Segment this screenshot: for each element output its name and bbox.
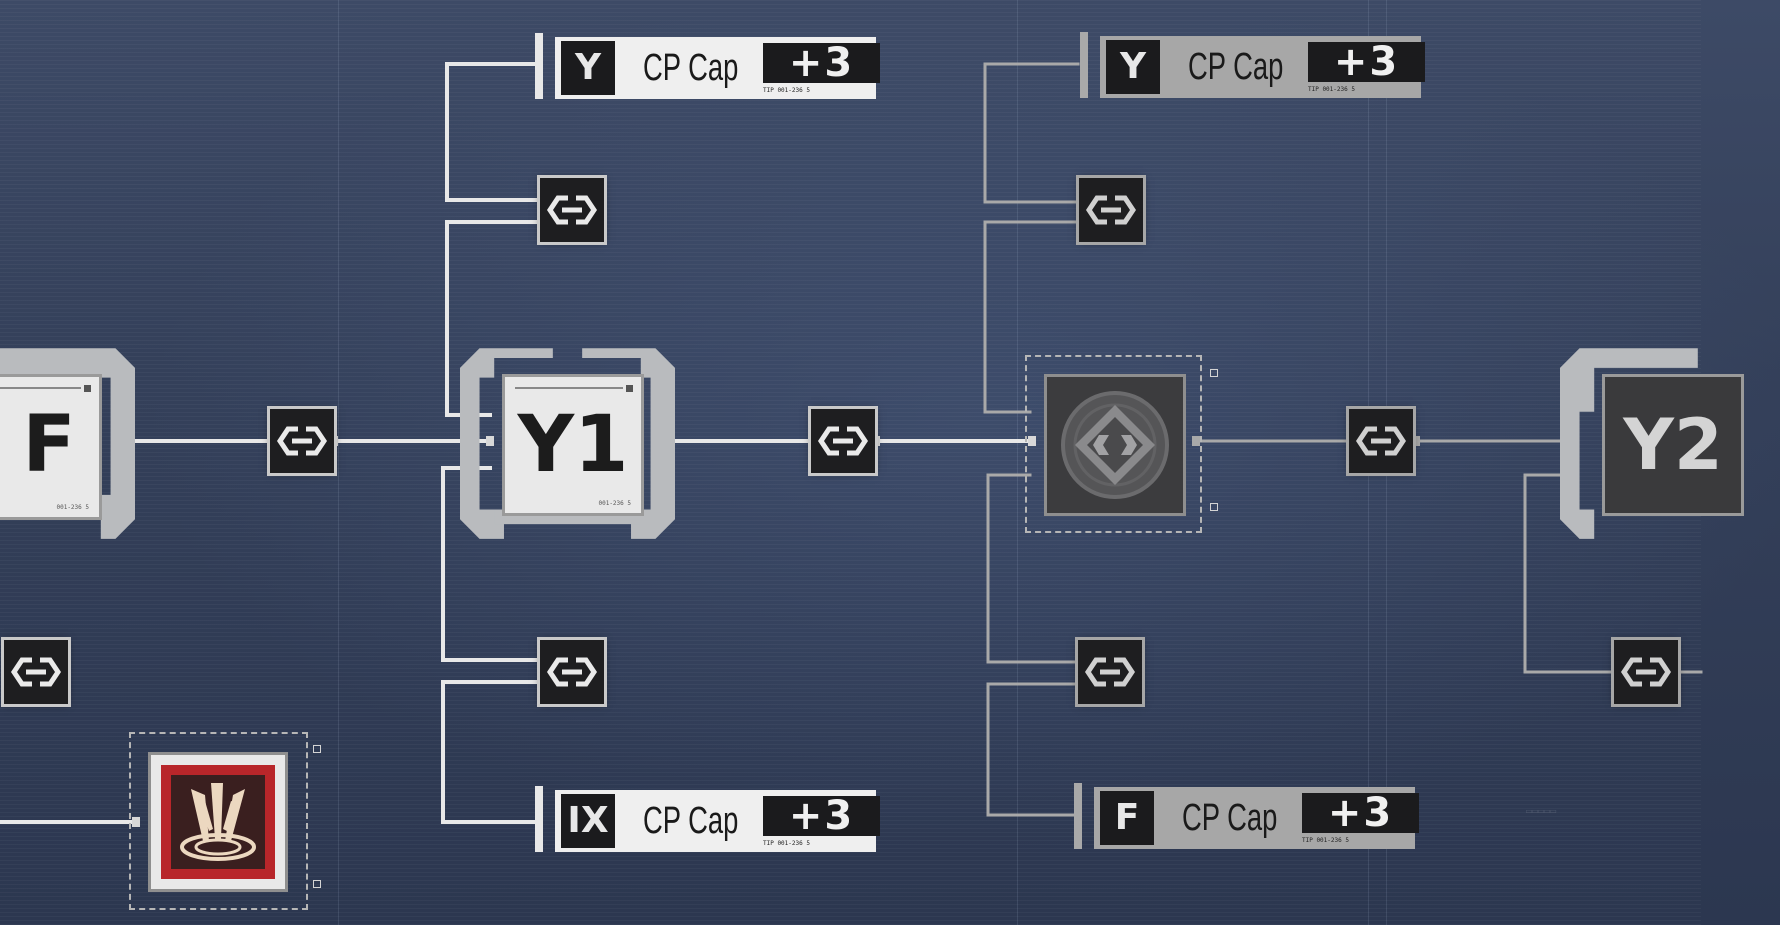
link-node[interactable] <box>540 178 604 242</box>
y1-skill-icon: Y1 <box>517 400 629 490</box>
chain-link-icon <box>1085 195 1137 225</box>
chain-link-icon <box>546 195 598 225</box>
core-node-y2[interactable]: Y2 <box>1560 346 1780 546</box>
cp-cap-card[interactable]: F CP Cap +3 TIP 001-236 5 <box>1074 783 1419 849</box>
cp-cap-value: +3 <box>1308 42 1425 82</box>
cp-cap-value: +3 <box>1302 793 1419 833</box>
node-serial: 001-236 5 <box>56 504 89 511</box>
cp-cap-label: CP Cap <box>643 800 739 842</box>
grid-line <box>1017 0 1018 925</box>
locked-core-node[interactable] <box>1044 374 1186 516</box>
link-node[interactable] <box>540 640 604 704</box>
y-skill-icon: Y <box>1106 40 1160 94</box>
ultimate-node[interactable] <box>148 752 288 892</box>
cp-cap-card[interactable]: Y CP Cap +3 TIP 001-236 5 <box>535 33 880 99</box>
locked-core-icon <box>1061 391 1169 499</box>
ix-skill-icon: IX <box>561 794 615 848</box>
cp-cap-value: +3 <box>763 796 880 836</box>
chain-link-icon <box>1084 657 1136 687</box>
y-skill-icon: Y <box>561 41 615 95</box>
card-serial: TIP 001-236 5 <box>1308 86 1355 93</box>
cp-cap-label: CP Cap <box>1182 797 1278 839</box>
y2-skill-icon: Y2 <box>1623 404 1723 486</box>
cp-cap-value: +3 <box>763 43 880 83</box>
core-node-f[interactable]: F 001-236 5 <box>0 346 140 546</box>
selection-handle <box>1210 503 1218 511</box>
link-node[interactable] <box>1349 409 1413 473</box>
background-decoration: ▭▭▭▭▭ <box>1526 806 1557 817</box>
chain-link-icon <box>276 426 328 456</box>
selection-outline <box>1025 355 1202 533</box>
chain-link-icon <box>546 657 598 687</box>
chain-link-icon <box>817 426 869 456</box>
cp-cap-card[interactable]: Y CP Cap +3 TIP 001-236 5 <box>1080 32 1425 98</box>
cp-cap-label: CP Cap <box>1188 46 1284 88</box>
card-serial: TIP 001-236 5 <box>763 87 810 94</box>
selection-handle <box>313 880 321 888</box>
selection-handle <box>313 745 321 753</box>
chain-link-icon <box>10 657 62 687</box>
shout-emblem-icon <box>161 765 275 879</box>
link-node[interactable] <box>811 409 875 473</box>
selection-outline <box>129 732 308 910</box>
link-node[interactable] <box>1079 178 1143 242</box>
link-node[interactable] <box>270 409 334 473</box>
link-node[interactable] <box>1614 640 1678 704</box>
f-skill-icon: F <box>1100 791 1154 845</box>
card-serial: TIP 001-236 5 <box>763 840 810 847</box>
link-node[interactable] <box>4 640 68 704</box>
link-node[interactable] <box>1078 640 1142 704</box>
node-frame <box>1560 348 1698 539</box>
grid-line <box>338 0 339 925</box>
chain-link-icon <box>1355 426 1407 456</box>
selection-handle <box>1210 369 1218 377</box>
card-serial: TIP 001-236 5 <box>1302 837 1349 844</box>
node-serial: 001-236 5 <box>598 500 631 507</box>
cp-cap-card[interactable]: IX CP Cap +3 TIP 001-236 5 <box>535 786 880 852</box>
cp-cap-label: CP Cap <box>643 47 739 89</box>
f-skill-icon: F <box>22 400 76 490</box>
chain-link-icon <box>1620 657 1672 687</box>
core-node-y1[interactable]: Y1 001-236 5 <box>460 346 680 546</box>
